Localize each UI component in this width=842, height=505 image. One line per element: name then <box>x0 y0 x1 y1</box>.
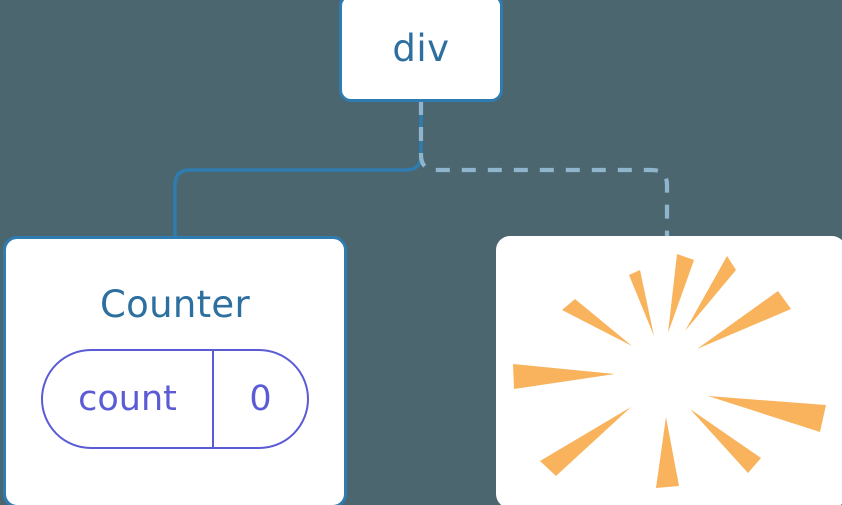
burst-ray <box>685 256 736 331</box>
edge-div-counter <box>173 101 423 238</box>
burst-ray <box>562 299 632 346</box>
state-value-label: 0 <box>249 378 272 419</box>
burst-ray <box>668 254 694 333</box>
node-div-label: div <box>392 26 450 70</box>
edge-div-burst <box>418 101 670 238</box>
burst-ray <box>697 291 791 349</box>
state-pill[interactable]: count 0 <box>41 349 309 449</box>
burst-ray <box>656 417 679 488</box>
state-pill-value: 0 <box>214 351 307 447</box>
node-counter-label: Counter <box>100 283 250 326</box>
burst-ray <box>540 407 631 476</box>
state-key-label: count <box>78 378 177 419</box>
burst-ray <box>690 409 761 473</box>
burst-ray <box>629 270 654 336</box>
burst-ray <box>708 396 826 432</box>
state-pill-key: count <box>43 351 214 447</box>
burst-ray <box>513 364 615 389</box>
sparkle-burst-icon <box>513 254 826 488</box>
node-div[interactable]: div <box>339 0 503 102</box>
node-counter[interactable]: Counter count 0 <box>3 236 347 505</box>
node-burst[interactable] <box>496 236 842 505</box>
